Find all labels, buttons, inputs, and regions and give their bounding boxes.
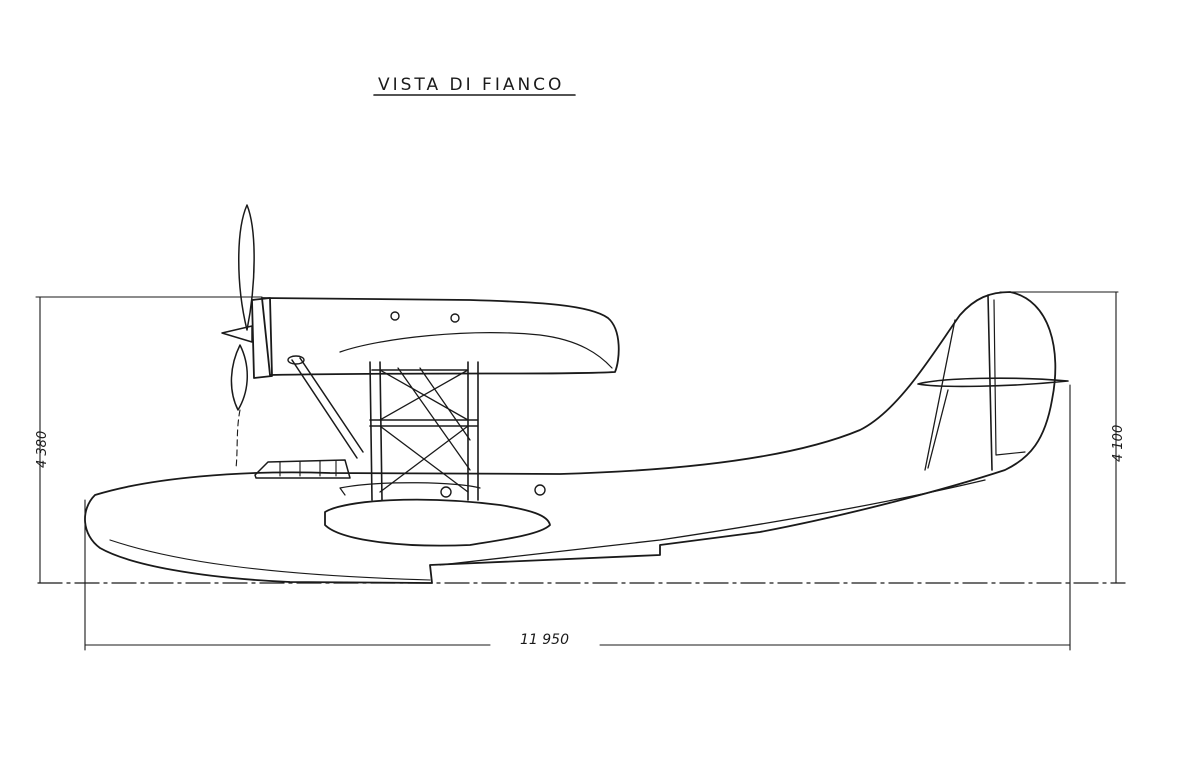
cabane-struts xyxy=(369,361,479,501)
canopy-frames xyxy=(279,460,337,477)
drawing-title: VISTA DI FIANCO xyxy=(378,75,564,95)
propeller-spinner xyxy=(221,325,253,343)
hull-fitting-1 xyxy=(440,486,452,498)
upper-wing-lower-surface xyxy=(339,332,613,369)
propeller-disc-arc xyxy=(235,409,241,469)
cockpit-canopy xyxy=(254,459,351,479)
wing-fitting-1 xyxy=(390,311,400,321)
dim-height-front-label: 4 380 xyxy=(35,431,50,468)
fin-strut-left xyxy=(924,319,956,471)
rudder-hinge-line xyxy=(987,294,993,471)
lower-wing xyxy=(324,498,551,547)
lower-wing-upper-surface xyxy=(339,482,481,496)
engine-strut xyxy=(291,357,364,459)
propeller-blade-bottom xyxy=(230,344,248,411)
propeller-blade-top xyxy=(238,204,255,331)
cabane-bracing xyxy=(379,367,471,493)
hull-fitting-2 xyxy=(534,484,546,496)
engine-nacelle xyxy=(251,297,273,379)
strut-fitting xyxy=(287,355,305,365)
upper-wing xyxy=(261,297,620,376)
hull-outline xyxy=(84,291,1057,584)
hull-chine xyxy=(439,479,986,566)
hull-keel-line xyxy=(109,539,431,581)
dim-length-label: 11 950 xyxy=(520,632,569,648)
tailplane xyxy=(917,377,1069,388)
wing-fitting-2 xyxy=(450,313,460,323)
dim-height-tail-label: 4 100 xyxy=(1111,425,1126,462)
rudder-frame xyxy=(993,299,1026,456)
